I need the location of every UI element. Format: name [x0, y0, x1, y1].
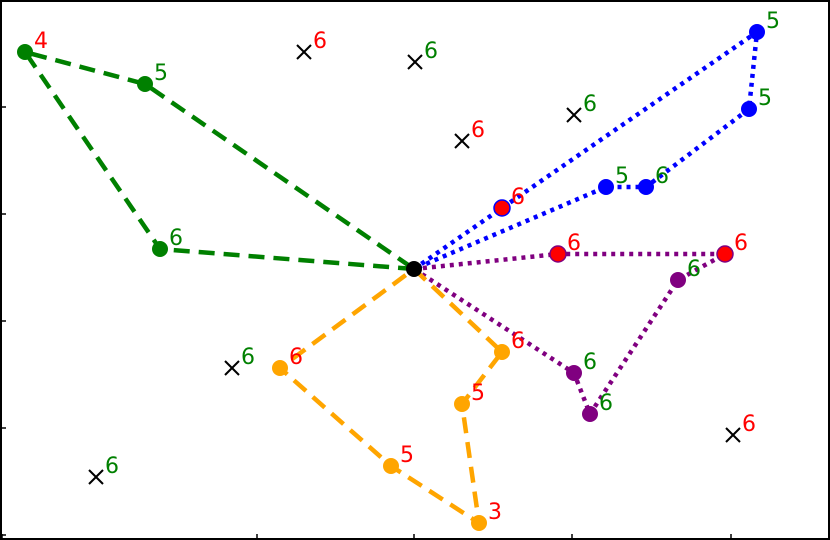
- route-node-purple: [549, 245, 567, 263]
- route-node-blue: [598, 179, 614, 195]
- node-demand-label: 6: [105, 454, 119, 479]
- route-node-orange: [272, 360, 288, 376]
- node-demand-label: 4: [34, 29, 48, 54]
- depot-layer: [406, 261, 422, 277]
- node-demand-label: 6: [169, 226, 183, 251]
- node-demand-label: 6: [471, 118, 485, 143]
- unvisited-layer: [88, 44, 741, 485]
- route-node-blue: [638, 179, 654, 195]
- route-node-orange: [383, 458, 399, 474]
- node-demand-label: 5: [766, 9, 780, 34]
- unvisited-node-marker: [454, 133, 470, 149]
- node-demand-label: 5: [400, 443, 414, 468]
- unvisited-node-marker: [725, 427, 741, 443]
- node-demand-label: 6: [687, 257, 701, 282]
- node-demand-label: 6: [313, 29, 327, 54]
- route-node-green: [152, 241, 168, 257]
- route-path-green: [22, 49, 416, 272]
- route-node-purple: [582, 406, 598, 422]
- route-node-purple: [670, 272, 686, 288]
- unvisited-node-marker: [296, 44, 312, 60]
- unvisited-node-marker: [224, 360, 240, 376]
- node-demand-label: 5: [615, 164, 629, 189]
- unvisited-node-marker: [566, 107, 582, 123]
- route-node-blue: [741, 101, 757, 117]
- route-node-green: [137, 76, 153, 92]
- depot-node: [406, 261, 422, 277]
- route-node-purple: [566, 365, 582, 381]
- route-node-purple: [716, 245, 734, 263]
- route-node-orange: [494, 344, 510, 360]
- node-demand-label: 6: [289, 345, 303, 370]
- node-demand-label: 6: [241, 345, 255, 370]
- node-demand-label: 6: [511, 185, 525, 210]
- nodes-layer: [17, 24, 765, 531]
- axis-ticks: [1, 0, 732, 539]
- node-demand-label: 5: [758, 86, 772, 111]
- node-demand-label: 6: [734, 231, 748, 256]
- node-demand-label: 6: [655, 164, 669, 189]
- route-node-green: [17, 44, 33, 60]
- node-demand-label: 6: [567, 231, 581, 256]
- node-demand-label: 6: [599, 391, 613, 416]
- node-demand-label: 5: [471, 381, 485, 406]
- node-demand-label: 3: [488, 500, 502, 525]
- node-demand-label: 6: [583, 350, 597, 375]
- route-node-orange: [471, 515, 487, 531]
- node-demand-label: 6: [511, 329, 525, 354]
- node-demand-label: 5: [154, 61, 168, 86]
- route-node-orange: [454, 396, 470, 412]
- unvisited-node-marker: [88, 469, 104, 485]
- route-node-blue: [749, 24, 765, 40]
- node-demand-label: 6: [583, 92, 597, 117]
- node-demand-label: 6: [424, 39, 438, 64]
- unvisited-node-marker: [407, 54, 423, 70]
- route-node-blue: [493, 199, 511, 217]
- node-demand-label: 6: [742, 412, 756, 437]
